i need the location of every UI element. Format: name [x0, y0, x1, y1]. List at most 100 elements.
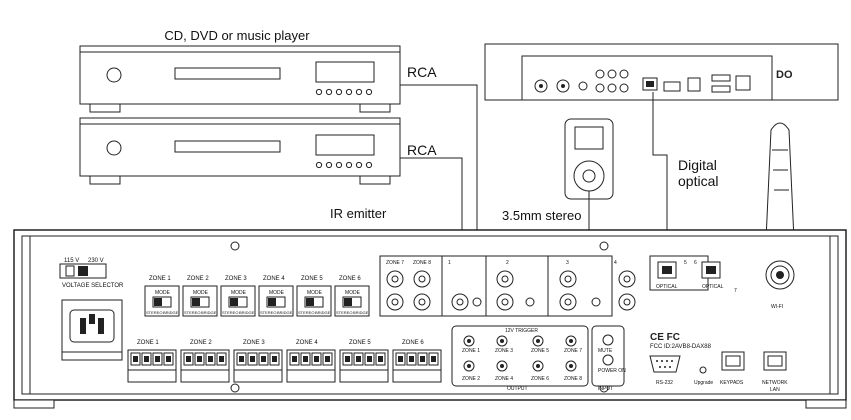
antenna-connector	[765, 260, 795, 290]
speaker-zone-label: ZONE 2	[190, 340, 212, 346]
streamer-box: DO	[484, 43, 839, 101]
speaker-terminal-group: ZONE 1 ZONE 2 ZONE 3 ZONE 4 ZONE 5 ZONE 6	[127, 340, 442, 383]
mode-label: MODE	[193, 290, 209, 296]
output-label: OUTPUT	[507, 386, 528, 392]
speaker-zone-1[interactable]: ZONE 1	[127, 340, 177, 383]
mode-zone-label: ZONE 5	[301, 276, 323, 282]
speaker-zone-2[interactable]: ZONE 2	[180, 340, 230, 383]
trigger-bottom-label: ZONE 4	[495, 376, 513, 382]
speaker-zone-5[interactable]: ZONE 5	[339, 340, 389, 383]
fcc-id: FCC ID:2AVB8-DAX88	[650, 344, 712, 350]
input-number-6: 6	[694, 260, 697, 266]
music-player-remote	[564, 118, 614, 200]
input-number-5: 5	[684, 260, 687, 266]
rca-label-2: RCA	[407, 142, 437, 158]
stereo-label: STEREO	[298, 310, 314, 315]
optical-label-1: OPTICAL	[656, 284, 678, 290]
keypads-label: KEYPADS	[720, 380, 744, 386]
digital-label: Digital	[678, 157, 717, 173]
stereo-label: STEREO	[184, 310, 200, 315]
trigger-bottom-label: ZONE 8	[564, 376, 582, 382]
input-number-4: 4	[614, 260, 617, 266]
lan-label: LAN	[770, 387, 780, 393]
optical-label: optical	[678, 173, 718, 189]
speaker-zone-6[interactable]: ZONE 6	[392, 340, 442, 383]
upgrade-button[interactable]	[699, 366, 707, 374]
speaker-zone-3[interactable]: ZONE 3	[233, 340, 283, 383]
trigger-bottom-label: ZONE 6	[531, 376, 549, 382]
mode-zone-label: ZONE 6	[339, 276, 361, 282]
power-on-label: POWER ON	[598, 368, 626, 374]
trigger-panel: 12V TRIGGER OUTPUT	[451, 325, 589, 392]
stereo-label: STEREO	[222, 310, 238, 315]
stereo-35-label: 3.5mm stereo	[502, 208, 581, 223]
speaker-zone-label: ZONE 4	[296, 340, 318, 346]
speaker-zone-4[interactable]: ZONE 4	[286, 340, 336, 383]
bridge-label: BRIDGE	[201, 310, 217, 315]
display-window	[315, 61, 375, 83]
output-zone-8-label: ZONE 8	[413, 260, 431, 266]
cd-player-2	[79, 117, 401, 185]
mode-label: MODE	[155, 290, 171, 296]
network-port[interactable]	[763, 351, 787, 371]
voltage-115-label: 115 V	[64, 258, 79, 264]
input-number-7: 7	[734, 288, 737, 294]
optical-inputs[interactable]	[649, 255, 721, 291]
power-knob-icon	[106, 67, 122, 83]
bridge-label: BRIDGE	[239, 310, 255, 315]
input-number-3: 3	[566, 260, 569, 266]
input-rca-jacks[interactable]	[451, 270, 636, 311]
player-screen	[574, 126, 604, 150]
voltage-selector-label: VOLTAGE SELECTOR	[62, 283, 124, 289]
input-number-1: 1	[448, 260, 451, 266]
trigger-top-label: ZONE 3	[495, 348, 513, 354]
speaker-zone-label: ZONE 1	[137, 340, 159, 346]
output-zone-7-label: ZONE 7	[386, 260, 404, 266]
mode-zone-label: ZONE 3	[225, 276, 247, 282]
keypads-port[interactable]	[721, 351, 745, 371]
ir-emitter-label: IR emitter	[330, 206, 387, 221]
wifi-label: WI-FI	[771, 304, 783, 310]
voltage-selector-switch[interactable]	[59, 263, 107, 279]
speaker-zone-label: ZONE 3	[243, 340, 265, 346]
mode-label: MODE	[231, 290, 247, 296]
trigger-top-label: ZONE 5	[531, 348, 549, 354]
mode-label: MODE	[269, 290, 285, 296]
mode-label: MODE	[345, 290, 361, 296]
trigger-bottom-label: ZONE 2	[462, 376, 480, 382]
bridge-label: BRIDGE	[277, 310, 293, 315]
voltage-230-label: 230 V	[88, 258, 104, 264]
source-devices-title: CD, DVD or music player	[164, 28, 310, 43]
mode-zone-label: ZONE 1	[149, 276, 171, 282]
rs232-label: RS-232	[656, 380, 673, 386]
input-trigger-label: INPUT	[598, 386, 613, 392]
cd-player-1	[79, 45, 401, 113]
bridge-label: BRIDGE	[315, 310, 331, 315]
disc-tray	[174, 67, 281, 80]
power-inlet	[61, 299, 123, 361]
bridge-label: BRIDGE	[163, 310, 179, 315]
stereo-label: STEREO	[260, 310, 276, 315]
trigger-jacks: ZONE 1 ZONE 3 ZONE 5 ZONE 7 ZONE 2 ZONE 4 ZONE…	[462, 335, 582, 382]
mute-label: MUTE	[598, 348, 613, 354]
trigger-top-label: ZONE 7	[564, 348, 582, 354]
cert-marks: CE FC	[650, 332, 680, 343]
trigger-top-label: ZONE 1	[462, 348, 480, 354]
input-panel	[441, 255, 613, 317]
input-trigger-panel	[591, 325, 625, 387]
speaker-zone-label: ZONE 5	[349, 340, 371, 346]
bridge-label: BRIDGE	[353, 310, 369, 315]
optical-label-2: OPTICAL	[702, 284, 724, 290]
stereo-label: STEREO	[146, 310, 162, 315]
rs232-port[interactable]	[649, 355, 681, 373]
output-zone-7-8: ZONE 7 ZONE 8	[379, 255, 443, 317]
streamer-logo: DO	[776, 69, 793, 81]
stereo-label: STEREO	[336, 310, 352, 315]
